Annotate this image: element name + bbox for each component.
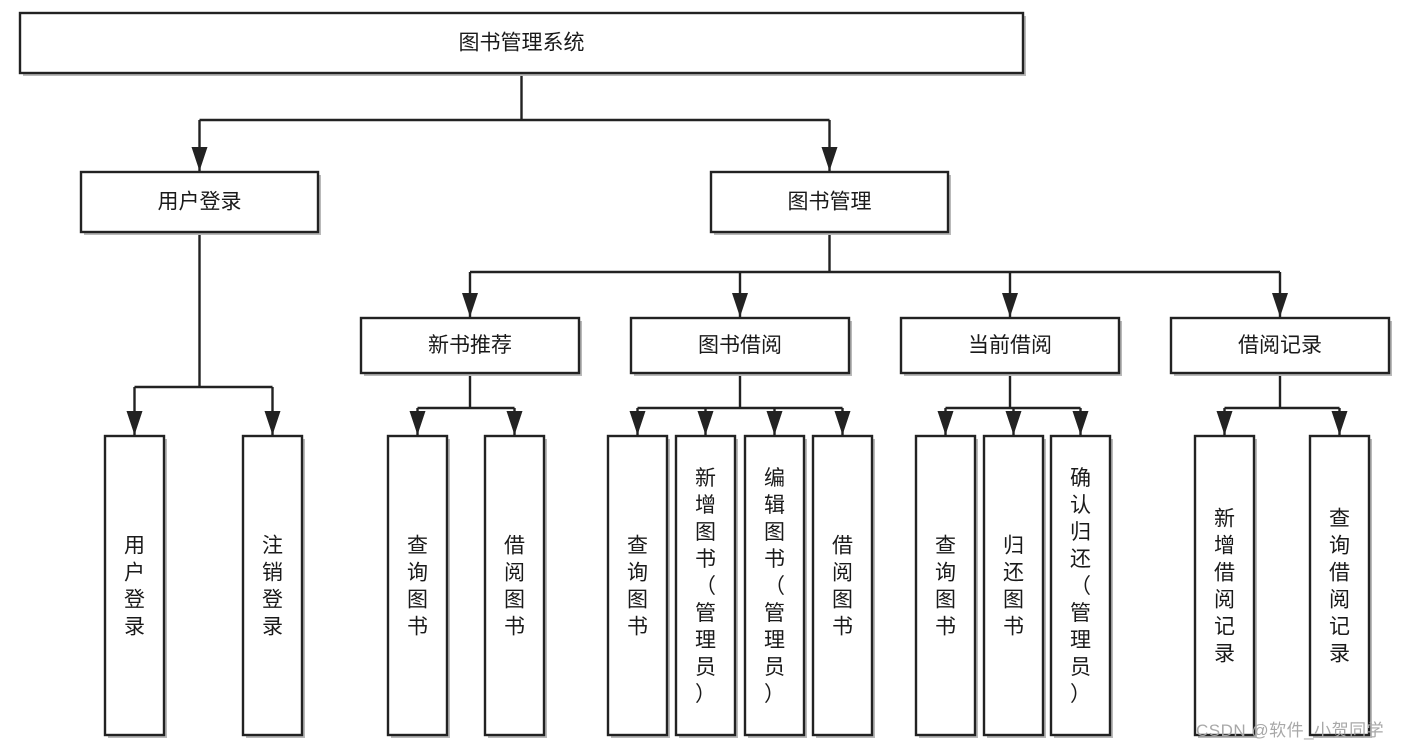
node-label: 图书管理	[788, 191, 872, 214]
node-rect[interactable]	[629, 316, 851, 375]
node-rect[interactable]	[103, 434, 166, 737]
node-label: 图书借阅	[698, 334, 782, 357]
node-rect[interactable]	[606, 434, 669, 737]
arrow-head-icon	[766, 411, 783, 435]
node-label: 新增借阅记录	[1214, 508, 1235, 666]
node-current-borrow[interactable]: 当前借阅	[899, 316, 1122, 376]
arrow-head-icon	[126, 411, 143, 435]
node-rect[interactable]	[241, 434, 304, 737]
node-label: 图书管理系统	[459, 32, 585, 55]
node-label: 查询图书	[407, 535, 428, 639]
arrow-head-icon	[697, 411, 714, 435]
node-leaf-return-book[interactable]: 归还图书	[982, 434, 1046, 738]
node-leaf-confirm-return[interactable]: 确认归还（管理员）	[1049, 434, 1113, 738]
arrow-head-icon	[1216, 411, 1233, 435]
node-label: 编辑图书（管理员）	[764, 467, 785, 706]
arrow-head-icon	[732, 293, 748, 317]
node-user-login[interactable]: 用户登录	[79, 170, 321, 235]
node-label: 确认归还（管理员）	[1070, 467, 1091, 706]
node-rect[interactable]	[811, 434, 874, 737]
node-label: 用户登录	[124, 535, 145, 639]
node-rect[interactable]	[674, 434, 737, 737]
node-leaf-add-record[interactable]: 新增借阅记录	[1193, 434, 1257, 738]
node-root[interactable]: 图书管理系统	[18, 11, 1026, 76]
node-leaf-borrow-book-1[interactable]: 借阅图书	[483, 434, 547, 738]
node-book-borrow[interactable]: 图书借阅	[629, 316, 852, 376]
node-rect[interactable]	[1169, 316, 1391, 375]
node-label: 查询借阅记录	[1329, 508, 1350, 666]
node-leaf-add-book[interactable]: 新增图书（管理员）	[674, 434, 738, 738]
node-leaf-query-record[interactable]: 查询借阅记录	[1308, 434, 1372, 738]
node-leaf-query-book-2[interactable]: 查询图书	[606, 434, 670, 738]
node-rect[interactable]	[1193, 434, 1256, 737]
node-label: 新增图书（管理员）	[695, 467, 716, 706]
node-rect[interactable]	[79, 170, 320, 234]
node-book-manage[interactable]: 图书管理	[709, 170, 951, 235]
arrow-head-icon	[462, 293, 478, 317]
node-label: 用户登录	[158, 191, 242, 214]
node-leaf-user-logout[interactable]: 注销登录	[241, 434, 305, 738]
arrow-head-icon	[834, 411, 851, 435]
node-leaf-query-book-3[interactable]: 查询图书	[914, 434, 978, 738]
arrow-head-icon	[1272, 293, 1288, 317]
arrow-head-icon	[264, 411, 281, 435]
node-rect[interactable]	[899, 316, 1121, 375]
arrow-head-icon	[191, 147, 208, 171]
node-rect[interactable]	[743, 434, 806, 737]
node-label: 借阅图书	[832, 535, 853, 639]
node-label: 归还图书	[1003, 535, 1024, 639]
arrow-head-icon	[629, 411, 646, 435]
arrow-head-icon	[937, 411, 954, 435]
node-leaf-user-login[interactable]: 用户登录	[103, 434, 167, 738]
arrow-head-icon	[1002, 293, 1018, 317]
node-borrow-record[interactable]: 借阅记录	[1169, 316, 1392, 376]
node-label: 借阅记录	[1238, 334, 1322, 357]
node-rect[interactable]	[982, 434, 1045, 737]
node-label: 借阅图书	[504, 535, 525, 639]
connector-layer	[126, 73, 1348, 435]
node-leaf-edit-book[interactable]: 编辑图书（管理员）	[743, 434, 807, 738]
node-rect[interactable]	[1049, 434, 1112, 737]
arrow-head-icon	[821, 147, 838, 171]
arrow-head-icon	[1331, 411, 1348, 435]
node-label: 查询图书	[935, 535, 956, 639]
node-label: 当前借阅	[968, 334, 1052, 357]
arrow-head-icon	[409, 411, 426, 435]
arrow-head-icon	[506, 411, 523, 435]
node-rect[interactable]	[359, 316, 581, 375]
node-new-book-recommend[interactable]: 新书推荐	[359, 316, 582, 376]
node-layer: 图书管理系统用户登录图书管理新书推荐图书借阅当前借阅借阅记录用户登录注销登录查询…	[18, 11, 1392, 738]
node-rect[interactable]	[914, 434, 977, 737]
node-rect[interactable]	[1308, 434, 1371, 737]
arrow-head-icon	[1005, 411, 1022, 435]
node-label: 注销登录	[262, 535, 283, 639]
node-leaf-query-book-1[interactable]: 查询图书	[386, 434, 450, 738]
node-rect[interactable]	[18, 11, 1025, 75]
arrow-head-icon	[1072, 411, 1089, 435]
node-rect[interactable]	[386, 434, 449, 737]
node-rect[interactable]	[709, 170, 950, 234]
node-leaf-borrow-book-2[interactable]: 借阅图书	[811, 434, 875, 738]
node-label: 新书推荐	[428, 334, 512, 357]
node-rect[interactable]	[483, 434, 546, 737]
node-label: 查询图书	[627, 535, 648, 639]
